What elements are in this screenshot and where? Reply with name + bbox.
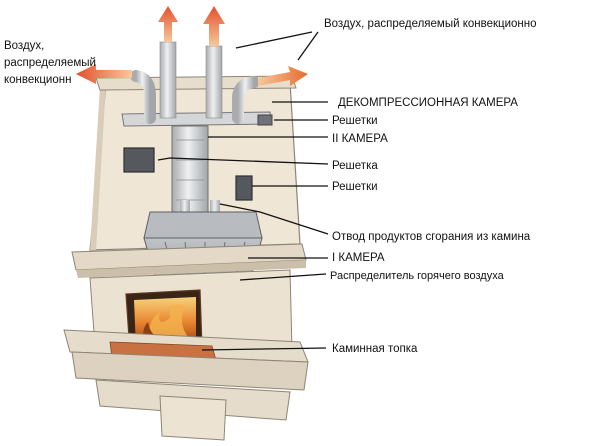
- hearth-base: [63, 329, 309, 441]
- side-grille-right: [235, 175, 253, 201]
- label-grilles-2: Решетки: [332, 181, 378, 193]
- label-air-convection-left-3: конвекционн: [4, 74, 71, 86]
- leader-lines: [157, 31, 329, 351]
- heat-arrows: [76, 6, 308, 86]
- label-flue-outlet: Отвод продуктов сгорания из камина: [332, 231, 531, 243]
- label-firebox: Каминная топка: [332, 343, 418, 355]
- label-hot-air-distributor: Распределитель горячего воздуха: [330, 270, 505, 282]
- label-air-convection-right: Воздух, распределяемый конвекционно: [324, 18, 537, 30]
- label-chamber-1: I КАМЕРА: [332, 252, 385, 264]
- label-air-convection-left-2: распределяемый: [4, 57, 96, 69]
- upper-grille: [257, 114, 273, 126]
- side-grille-left: [123, 147, 155, 173]
- label-decompression-chamber: ДЕКОМПРЕССИОННАЯ КАМЕРА: [338, 97, 518, 109]
- mantel-shelf: [71, 243, 307, 278]
- label-grille: Решетка: [332, 160, 378, 172]
- label-air-convection-left-1: Воздух,: [4, 40, 44, 52]
- label-chamber-2: II КАМЕРА: [332, 133, 388, 145]
- convection-pipes: [130, 41, 260, 216]
- label-grilles-1: Решетки: [332, 115, 378, 127]
